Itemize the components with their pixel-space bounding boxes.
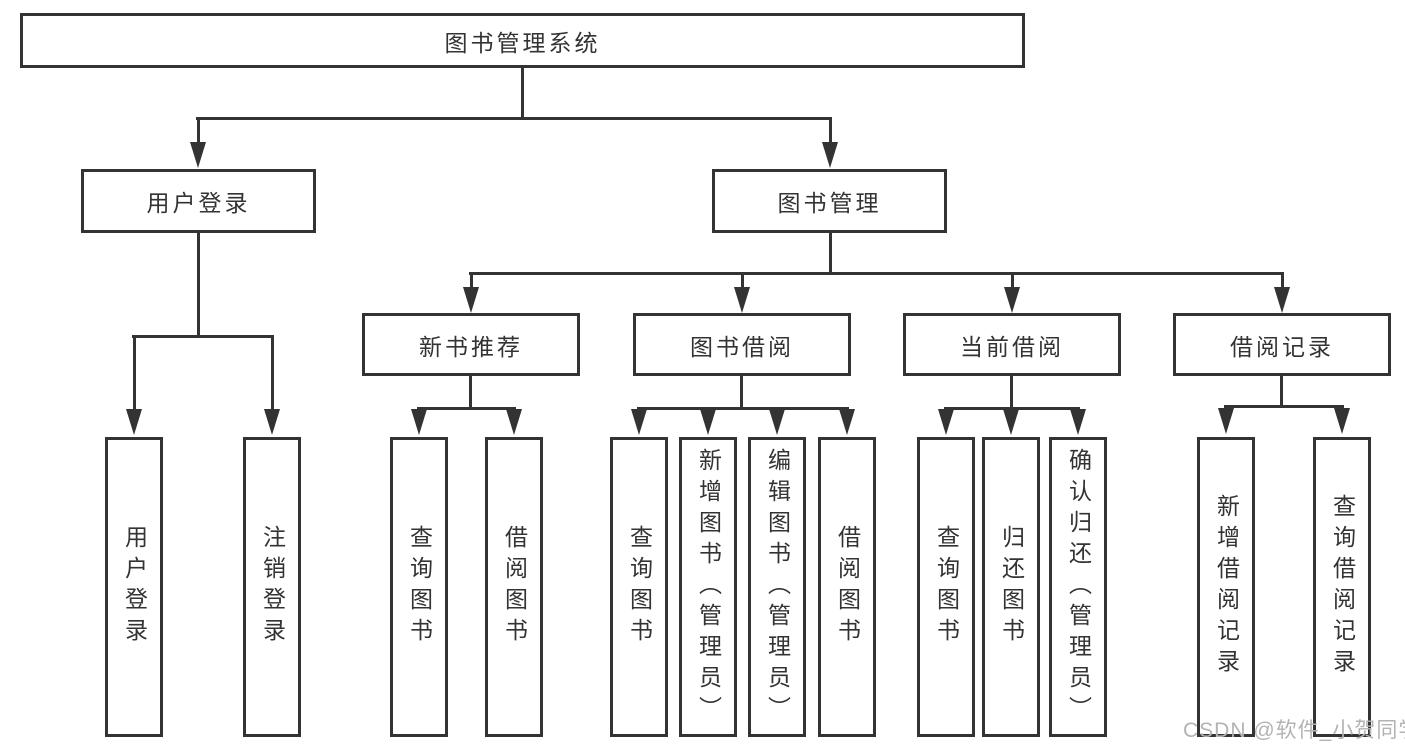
arrowhead-icon <box>1334 408 1350 434</box>
leaf-borrow-books: 借阅图书 <box>485 437 543 737</box>
arrowhead-icon <box>938 409 954 435</box>
connector-drop-book-borrow <box>741 272 744 287</box>
csdn-watermark: CSDN @软件_小贺同学 <box>1183 719 1405 742</box>
connector-level2-rail <box>196 117 832 120</box>
leaf-add-book-admin: 新增图书（管理员） <box>679 437 737 737</box>
connector-drop-logout-leaf <box>271 335 274 409</box>
leaf-label: 查询图书 <box>406 525 433 649</box>
arrowhead-icon <box>839 409 855 435</box>
node-label: 图书借阅 <box>690 333 794 360</box>
leaf-query-borrow-record: 查询借阅记录 <box>1313 437 1371 737</box>
leaf-label: 查询借阅记录 <box>1329 494 1356 680</box>
leaf-label: 查询图书 <box>933 525 960 649</box>
connector-drop-new-book <box>470 272 473 287</box>
arrowhead-icon <box>506 409 522 435</box>
arrowhead-icon <box>631 409 647 435</box>
connector-current-borrow-stem <box>1010 376 1013 409</box>
arrowhead-icon <box>264 409 280 435</box>
node-new-book-recommend: 新书推荐 <box>362 313 580 376</box>
arrowhead-icon <box>734 287 750 313</box>
leaf-borrow-books: 借阅图书 <box>818 437 876 737</box>
connector-drop-login-leaf <box>133 335 136 409</box>
leaf-logout: 注销登录 <box>243 437 301 737</box>
node-label: 新书推荐 <box>419 333 523 360</box>
arrowhead-icon <box>190 142 206 168</box>
connector-user-login-stem <box>197 233 200 336</box>
leaf-confirm-return-admin: 确认归还（管理员） <box>1049 437 1107 737</box>
arrowhead-icon <box>1070 409 1086 435</box>
connector-current-borrow-rail <box>944 407 1080 410</box>
connector-book-borrow-rail <box>637 407 849 410</box>
arrowhead-icon <box>1004 287 1020 313</box>
connector-book-borrow-stem <box>740 376 743 409</box>
node-borrow-records: 借阅记录 <box>1173 313 1391 376</box>
connector-drop-book-management <box>829 117 832 143</box>
leaf-label: 查询图书 <box>626 525 653 649</box>
leaf-label: 确认归还（管理员） <box>1065 447 1092 727</box>
arrowhead-icon <box>463 287 479 313</box>
leaf-label: 归还图书 <box>998 525 1025 649</box>
arrowhead-icon <box>822 142 838 168</box>
leaf-user-login: 用户登录 <box>105 437 163 737</box>
leaf-edit-book-admin: 编辑图书（管理员） <box>748 437 806 737</box>
arrowhead-icon <box>1274 287 1290 313</box>
leaf-return-book: 归还图书 <box>982 437 1040 737</box>
connector-new-book-rail <box>417 407 516 410</box>
arrowhead-icon <box>411 409 427 435</box>
connector-new-book-stem <box>469 376 472 409</box>
node-book-management: 图书管理 <box>712 169 947 233</box>
leaf-label: 注销登录 <box>259 525 286 649</box>
arrowhead-icon <box>126 409 142 435</box>
arrowhead-icon <box>700 409 716 435</box>
leaf-add-borrow-record: 新增借阅记录 <box>1197 437 1255 737</box>
arrowhead-icon <box>1003 409 1019 435</box>
connector-root-stem <box>521 68 524 118</box>
connector-borrow-records-rail <box>1224 405 1344 408</box>
leaf-label: 新增图书（管理员） <box>695 447 722 727</box>
connector-drop-user-login <box>197 117 200 143</box>
connector-drop-borrow-records <box>1281 272 1284 287</box>
connector-level3-rail <box>469 272 1283 275</box>
node-book-borrow: 图书借阅 <box>633 313 851 376</box>
arrowhead-icon <box>1218 408 1234 434</box>
node-label: 图书管理系统 <box>444 29 601 56</box>
leaf-label: 用户登录 <box>121 525 148 649</box>
node-library-management-system: 图书管理系统 <box>20 13 1025 68</box>
node-label: 用户登录 <box>146 190 251 216</box>
connector-borrow-records-stem <box>1280 376 1283 407</box>
node-current-borrow: 当前借阅 <box>903 313 1121 376</box>
connector-user-login-rail <box>132 335 274 338</box>
arrowhead-icon <box>769 409 785 435</box>
leaf-query-books: 查询图书 <box>610 437 668 737</box>
node-label: 当前借阅 <box>960 333 1064 360</box>
connector-book-management-stem <box>829 233 832 274</box>
leaf-label: 借阅图书 <box>834 525 861 649</box>
node-label: 借阅记录 <box>1230 333 1334 360</box>
node-user-login: 用户登录 <box>81 169 316 233</box>
leaf-query-books: 查询图书 <box>917 437 975 737</box>
leaf-label: 编辑图书（管理员） <box>764 447 791 727</box>
connector-drop-current-borrow <box>1011 272 1014 287</box>
leaf-label: 新增借阅记录 <box>1213 494 1240 680</box>
node-label: 图书管理 <box>777 190 882 216</box>
leaf-query-books: 查询图书 <box>390 437 448 737</box>
leaf-label: 借阅图书 <box>501 525 528 649</box>
